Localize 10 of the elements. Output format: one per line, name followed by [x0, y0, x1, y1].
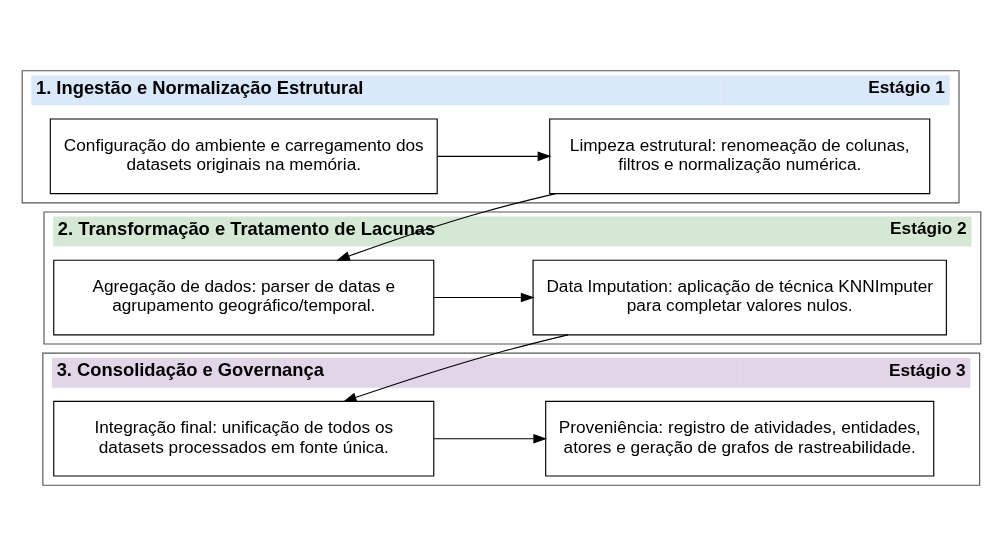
- node-box: Configuração do ambiente e carregamento dos datasets originais na memória.: [49, 118, 438, 195]
- node-box: Limpeza estrutural: renomeação de colunas, filtros e normalização numérica.: [549, 118, 931, 195]
- node-box: Proveniência: registro de atividades, entidades, atores e geração de grafos de rastreabilidade.: [545, 400, 935, 477]
- arrow: [433, 292, 535, 303]
- node-box: Data Imputation: aplicação de técnica KNNImputer para completar valores nulos.: [532, 259, 947, 336]
- arrow: [436, 151, 552, 162]
- arrow: [433, 433, 548, 444]
- node-box: Integração final: unificação de todos os datasets processados em fonte única.: [53, 400, 435, 477]
- node-box: Agregação de dados: parser de datas e agrupamento geográfico/temporal.: [53, 259, 435, 336]
- arrow: [336, 193, 557, 261]
